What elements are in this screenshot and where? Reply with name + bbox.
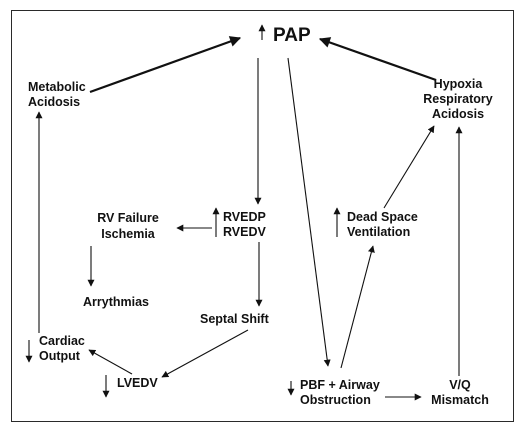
septal-shift-label: Septal Shift <box>200 312 270 326</box>
metabolic-acidosis-line-2: Acidosis <box>28 95 80 109</box>
dead-space-line-2: Ventilation <box>347 225 410 239</box>
metabolic-acidosis-line-1: Metabolic <box>28 80 86 94</box>
rvedp-line-2: RVEDV <box>223 225 267 239</box>
arrow-dead-space-to-hypoxia <box>383 125 435 209</box>
node-pbf: PBF + Airway Obstruction <box>300 378 380 407</box>
arrow-septal-shift-to-lvedv <box>161 329 249 378</box>
hypoxia-line-3: Acidosis <box>432 107 484 121</box>
node-cardiac-output: Cardiac Output <box>39 334 85 363</box>
node-rv-failure: RV Failure Ischemia <box>97 211 159 241</box>
pap-label: PAP <box>273 25 311 46</box>
arrow-hypoxia-to-pap <box>318 37 437 82</box>
arrythmias-label: Arrythmias <box>83 295 149 309</box>
vq-line-2: Mismatch <box>431 393 489 407</box>
arrow-pap-to-pbf <box>287 57 331 367</box>
node-pap: PAP <box>273 25 311 46</box>
node-arrythmias: Arrythmias <box>83 295 149 309</box>
node-metabolic-acidosis: Metabolic Acidosis <box>28 80 86 109</box>
diagram-border <box>11 10 514 422</box>
cardiac-output-line-1: Cardiac <box>39 334 85 348</box>
hypoxia-line-1: Hypoxia <box>434 77 484 91</box>
cardiac-output-line-2: Output <box>39 349 81 363</box>
arrow-metabolic-acidosis-to-pap <box>89 36 242 94</box>
arrow-pbf-to-dead-space <box>340 245 375 369</box>
node-rvedp: RVEDP RVEDV <box>223 210 267 239</box>
rv-failure-line-2: Ischemia <box>101 227 156 241</box>
lvedv-label: LVEDV <box>117 376 158 390</box>
node-septal-shift: Septal Shift <box>200 312 270 326</box>
node-dead-space: Dead Space Ventilation <box>347 210 418 239</box>
pbf-line-1: PBF + Airway <box>300 378 380 392</box>
dead-space-line-1: Dead Space <box>347 210 418 224</box>
node-vq: V/Q Mismatch <box>431 378 489 407</box>
hypoxia-line-2: Respiratory <box>423 92 493 106</box>
node-hypoxia: Hypoxia Respiratory Acidosis <box>423 77 493 121</box>
pbf-line-2: Obstruction <box>300 393 371 407</box>
rv-failure-line-1: RV Failure <box>97 211 159 225</box>
node-lvedv: LVEDV <box>117 376 158 390</box>
vq-line-1: V/Q <box>449 378 471 392</box>
rvedp-line-1: RVEDP <box>223 210 266 224</box>
arrow-lvedv-to-cardiac-output <box>88 349 133 375</box>
